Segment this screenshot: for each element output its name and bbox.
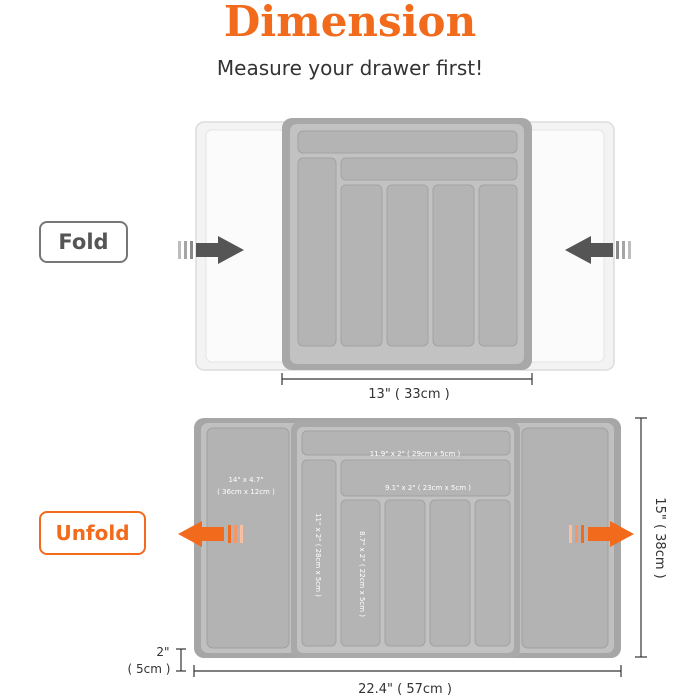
side-slot-label-line1: 14" x 4.7"	[228, 476, 263, 484]
fold-label: Fold	[39, 221, 128, 263]
unfold-width-label: 22.4" ( 57cm )	[358, 682, 452, 697]
unfold-label: Unfold	[39, 511, 146, 555]
utensil-slot-label: 8.7" x 2" ( 22cm x 5cm )	[358, 531, 366, 617]
folded-organizer	[195, 118, 615, 371]
height-label: 15" ( 38cm )	[652, 497, 667, 578]
depth-label-top: 2"	[156, 645, 169, 659]
unfold-width-dimension	[193, 665, 622, 677]
second-slot-label: 9.1" x 2" ( 23cm x 5cm )	[385, 484, 471, 492]
depth-dimension	[176, 648, 186, 672]
fold-left-arrow	[178, 236, 244, 264]
unfold-left-arrow	[178, 521, 243, 547]
fold-right-arrow	[565, 236, 631, 264]
unfolded-organizer	[194, 418, 621, 658]
top-slot-label: 11.9" x 2" ( 29cm x 5cm )	[370, 450, 461, 458]
page-title: Dimension	[223, 0, 477, 46]
left-vertical-slot-label: 11" x 2" ( 28cm x 5cm )	[314, 513, 322, 597]
depth-label-bottom: ( 5cm )	[128, 662, 171, 676]
unfold-right-arrow	[569, 521, 634, 547]
page-subtitle: Measure your drawer first!	[216, 56, 484, 80]
side-slot-label-line2: ( 36cm x 12cm )	[217, 488, 275, 496]
height-dimension	[635, 417, 647, 658]
fold-width-dimension	[281, 373, 533, 385]
fold-width-label: 13" ( 33cm )	[368, 387, 449, 402]
